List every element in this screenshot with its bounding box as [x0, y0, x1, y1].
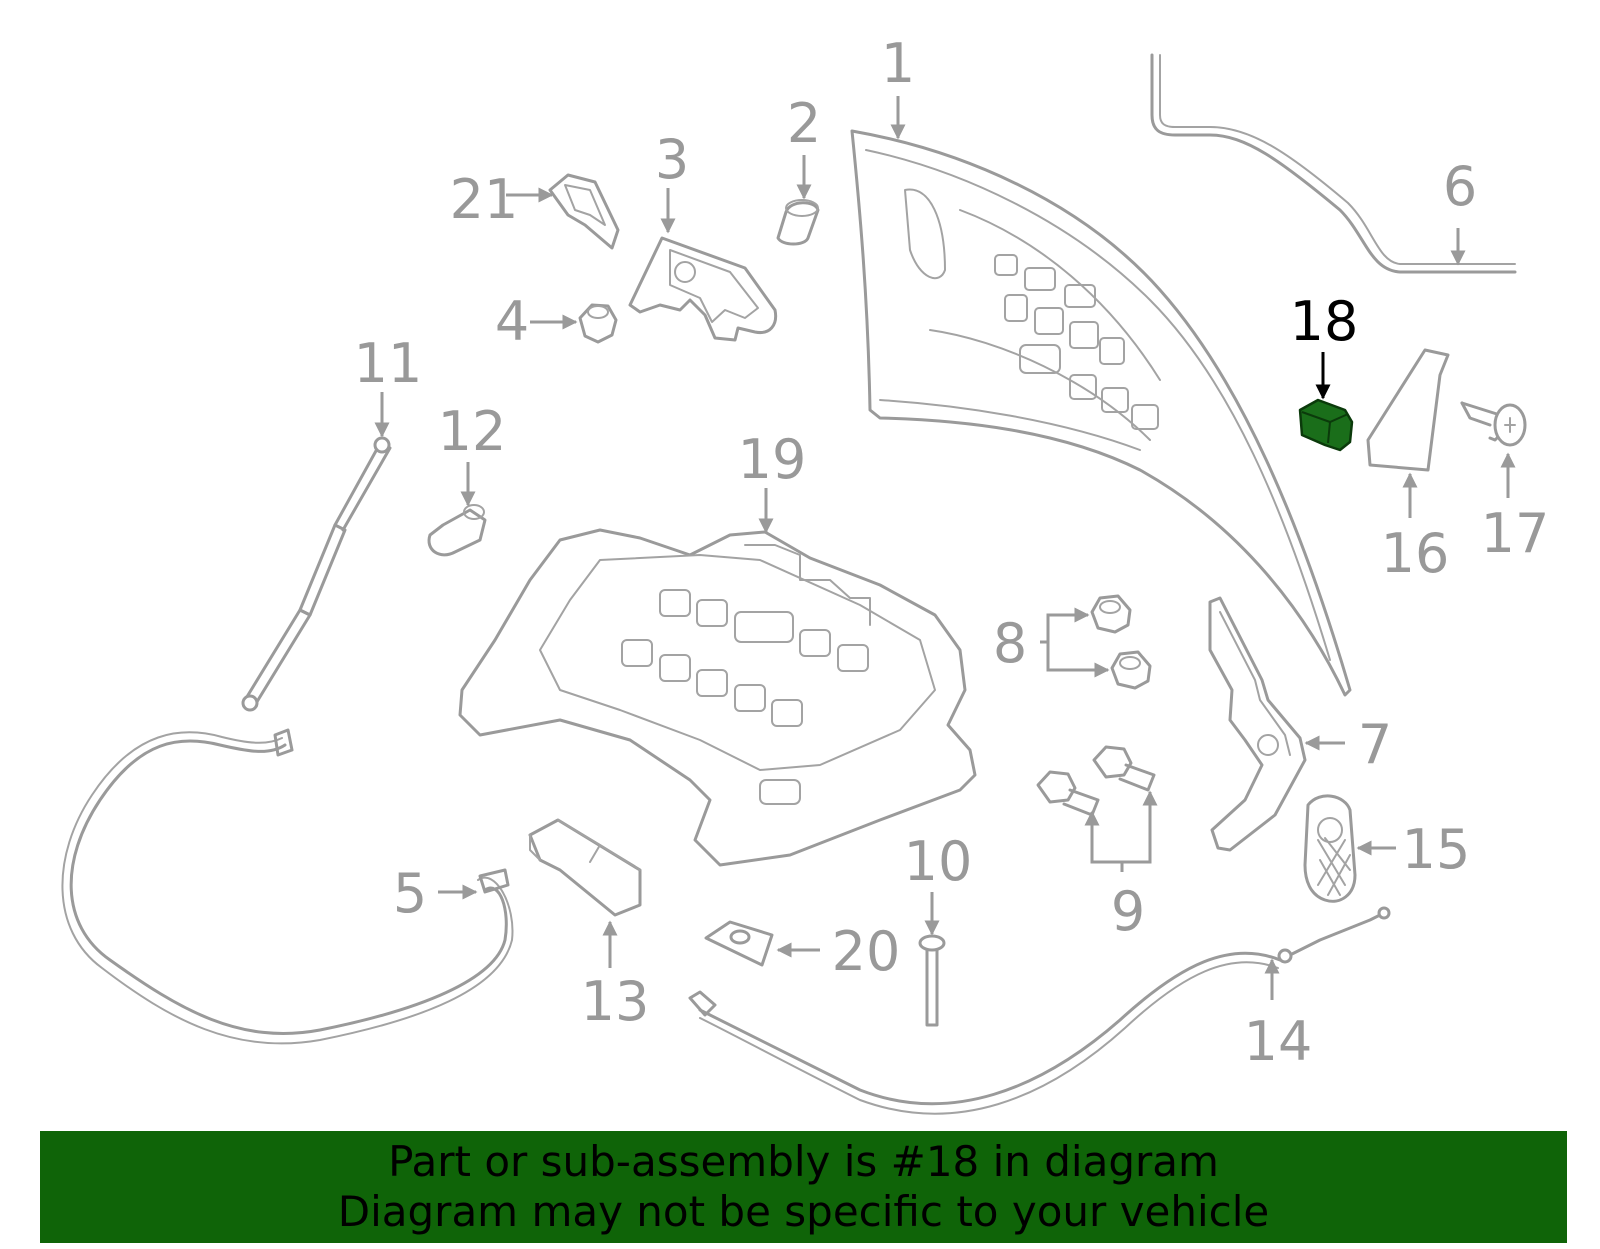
release-cable-part-14[interactable]: 14: [688, 906, 1391, 1115]
callout-20: 20: [832, 920, 901, 983]
gas-strut-part-11[interactable]: 11: [241, 332, 423, 712]
banner-line-part-info: Part or sub-assembly is #18 in diagram: [388, 1137, 1219, 1186]
callout-8: 8: [993, 612, 1027, 675]
screw-part-17[interactable]: 17: [1460, 401, 1550, 565]
hood-latch-part[interactable]: 3: [628, 128, 778, 342]
callout-16: 16: [1381, 522, 1450, 585]
callout-5: 5: [393, 862, 427, 925]
callout-13: 13: [581, 970, 650, 1033]
callout-15: 15: [1402, 818, 1471, 881]
callout-9: 9: [1111, 880, 1145, 943]
nut-part-4[interactable]: 4: [495, 290, 618, 353]
release-cable-part-5[interactable]: 5: [61, 728, 514, 1045]
callout-7: 7: [1358, 713, 1392, 776]
callout-6: 6: [1443, 155, 1477, 218]
callout-2: 2: [787, 92, 821, 155]
bolts-part-9[interactable]: 9: [1036, 745, 1158, 943]
shield-part-16[interactable]: 16: [1366, 348, 1450, 585]
callout-3: 3: [655, 128, 689, 191]
callout-14: 14: [1244, 1010, 1313, 1073]
callout-12: 12: [438, 400, 507, 463]
callout-4: 4: [495, 290, 529, 353]
callout-21: 21: [450, 168, 519, 231]
callout-1: 1: [881, 32, 915, 95]
info-banner: Part or sub-assembly is #18 in diagram D…: [40, 1131, 1567, 1243]
callout-17: 17: [1481, 502, 1550, 565]
pin-part-12[interactable]: 12: [427, 400, 507, 557]
bracket-part-21[interactable]: 21: [450, 168, 620, 250]
clip-nut-part-20[interactable]: 20: [704, 920, 901, 983]
clip-part-18-highlighted[interactable]: 18: [1290, 290, 1359, 452]
hood-hinge-part-7[interactable]: 7: [1208, 596, 1392, 852]
callout-11: 11: [354, 332, 423, 395]
callout-10: 10: [904, 830, 973, 893]
hood-panel-part[interactable]: 1: [850, 32, 1352, 697]
banner-background: [40, 1131, 1567, 1243]
nuts-part-8[interactable]: 8: [993, 594, 1152, 690]
weatherstrip-part[interactable]: 6: [1150, 53, 1517, 274]
hood-insulator-part-19[interactable]: 19: [458, 428, 977, 867]
shield-part-13[interactable]: 13: [528, 818, 650, 1033]
callout-19: 19: [738, 428, 807, 491]
prop-rod-part-10[interactable]: 10: [904, 830, 973, 1027]
latch-cover-part-15[interactable]: 15: [1303, 794, 1471, 903]
banner-line-disclaimer: Diagram may not be specific to your vehi…: [337, 1187, 1270, 1236]
bumper-stop-part[interactable]: 2: [776, 92, 821, 246]
callout-18: 18: [1290, 290, 1359, 353]
